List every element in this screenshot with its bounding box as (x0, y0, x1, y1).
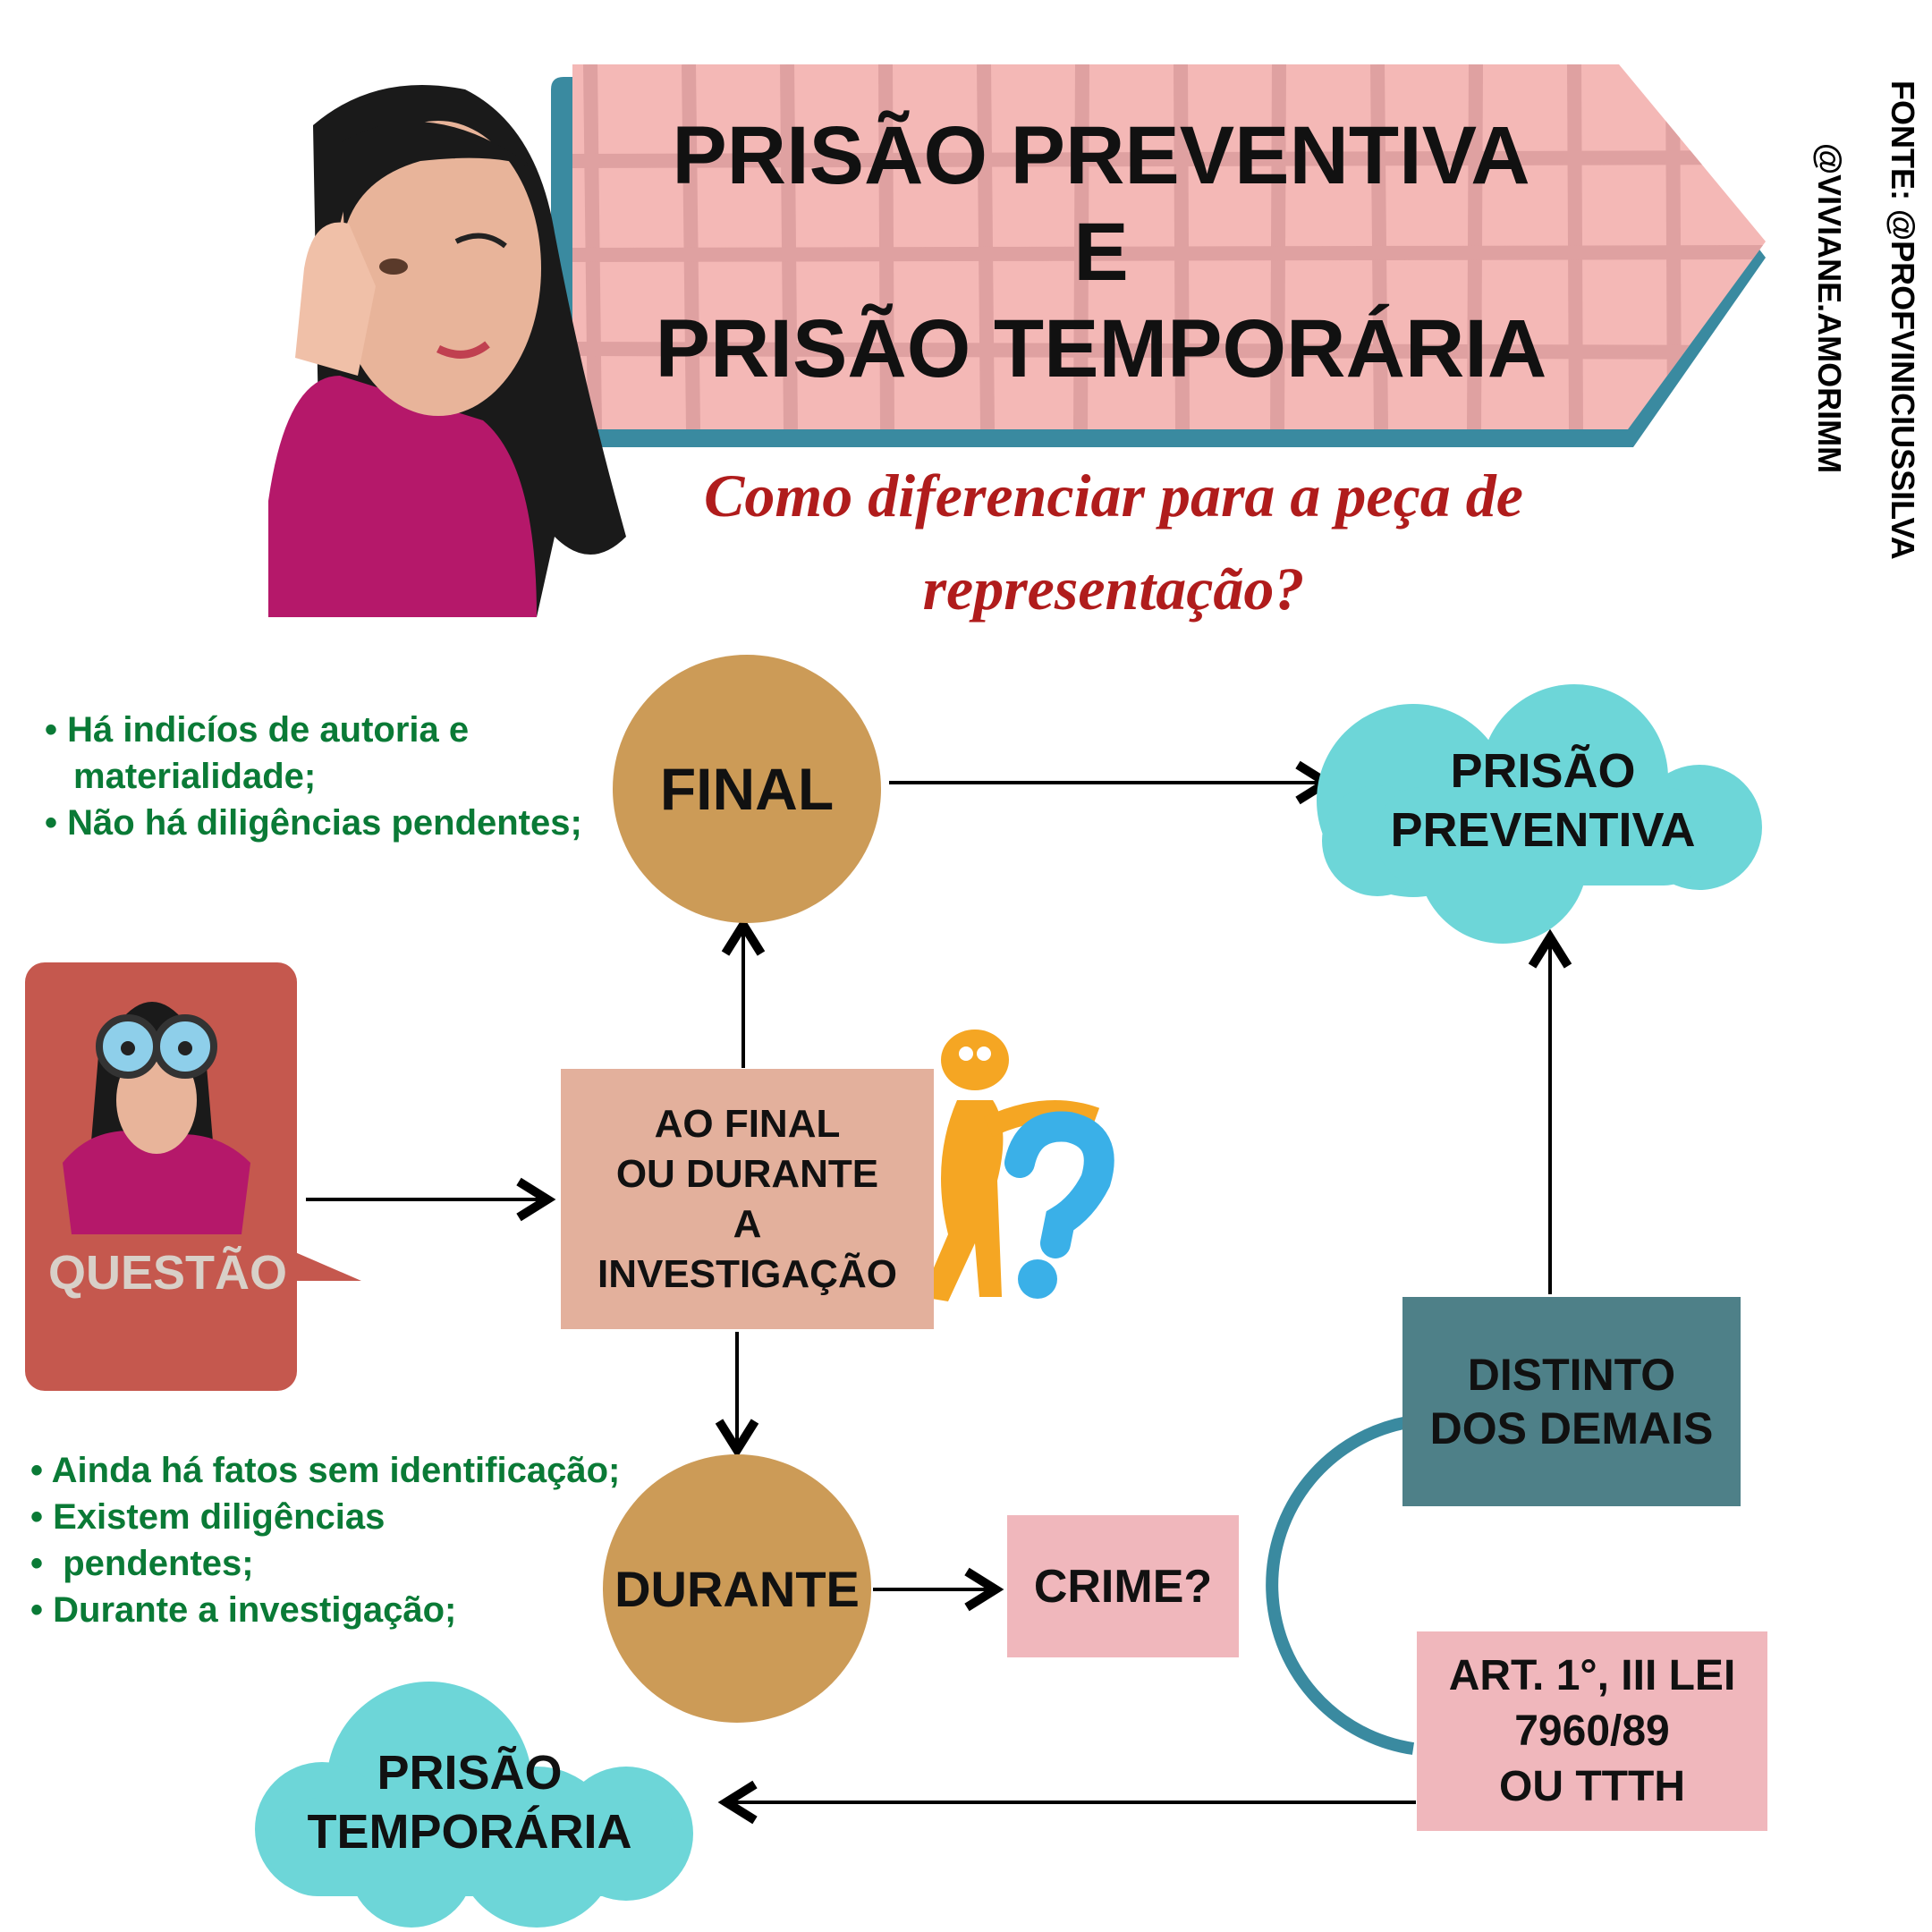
cloud-line: PREVENTIVA (1390, 803, 1696, 857)
crime-box: CRIME? (1007, 1515, 1239, 1657)
list-item: • Não há diligências pendentes; (45, 803, 582, 843)
list-item: • Há indicíos de autoria e (45, 710, 470, 750)
title-line-2: E (1073, 207, 1129, 298)
box-line: INVESTIGAÇÃO (597, 1251, 897, 1296)
cloud-line: TEMPORÁRIA (307, 1805, 632, 1859)
questao-speech-bubble (25, 962, 361, 1391)
prisao-preventiva-cloud: PRISÃO PREVENTIVA (1333, 733, 1753, 868)
title-banner (551, 64, 1766, 447)
cloud-preventiva-shape (1317, 684, 1762, 944)
thinking-figure-question-mark (921, 1030, 1114, 1301)
title-line-1: PRISÃO PREVENTIVA (672, 110, 1530, 201)
box-line: AO FINAL (654, 1101, 841, 1146)
final-conditions-list: • Há indicíos de autoria e materialidade… (45, 707, 582, 846)
box-line: DOS DEMAIS (1429, 1403, 1714, 1453)
list-item: • Durante a investigação; (30, 1590, 457, 1630)
ao-final-ou-durante-box: AO FINAL OU DURANTE A INVESTIGAÇÃO (561, 1069, 934, 1329)
list-item: materialidade; (73, 757, 317, 796)
durante-conditions-list: • Ainda há fatos sem identificação; • Ex… (30, 1447, 620, 1633)
author-credit: @VIVIANE.AMORIMM (1811, 143, 1848, 474)
cloud-temporaria-shape (255, 1682, 693, 1928)
title-line-3: PRISÃO TEMPORÁRIA (655, 303, 1547, 394)
box-line: A (733, 1201, 762, 1246)
box-line: ART. 1°, III LEI (1448, 1651, 1736, 1699)
distinto-box: DISTINTO DOS DEMAIS (1402, 1297, 1741, 1506)
connector-arc (1266, 1416, 1415, 1755)
subtitle-line-2: representação? (922, 555, 1305, 623)
cloud-line: PRISÃO (377, 1746, 563, 1800)
final-circle: FINAL (613, 655, 881, 923)
questao-label: QUESTÃO (48, 1246, 288, 1300)
art-lei-box: ART. 1°, III LEI 7960/89 OU TTTH (1417, 1631, 1767, 1831)
list-item: • Ainda há fatos sem identificação; (30, 1451, 621, 1490)
thinking-woman-illustration (268, 85, 626, 617)
source-credit: FONTE: @PROFVINICIUSSILVA (1885, 80, 1921, 560)
prisao-temporaria-cloud: PRISÃO TEMPORÁRIA (259, 1735, 680, 1869)
durante-circle: DURANTE (603, 1454, 871, 1723)
box-line: OU TTTH (1499, 1762, 1685, 1810)
list-item: • Existem diligências (30, 1497, 386, 1537)
subtitle-line-1: Como diferenciar para a peça de (704, 462, 1523, 530)
box-line: OU DURANTE (615, 1151, 879, 1196)
list-item: • pendentes; (30, 1544, 254, 1583)
cloud-line: PRISÃO (1450, 744, 1636, 798)
box-line: DISTINTO (1467, 1350, 1676, 1400)
box-line: 7960/89 (1514, 1707, 1670, 1755)
